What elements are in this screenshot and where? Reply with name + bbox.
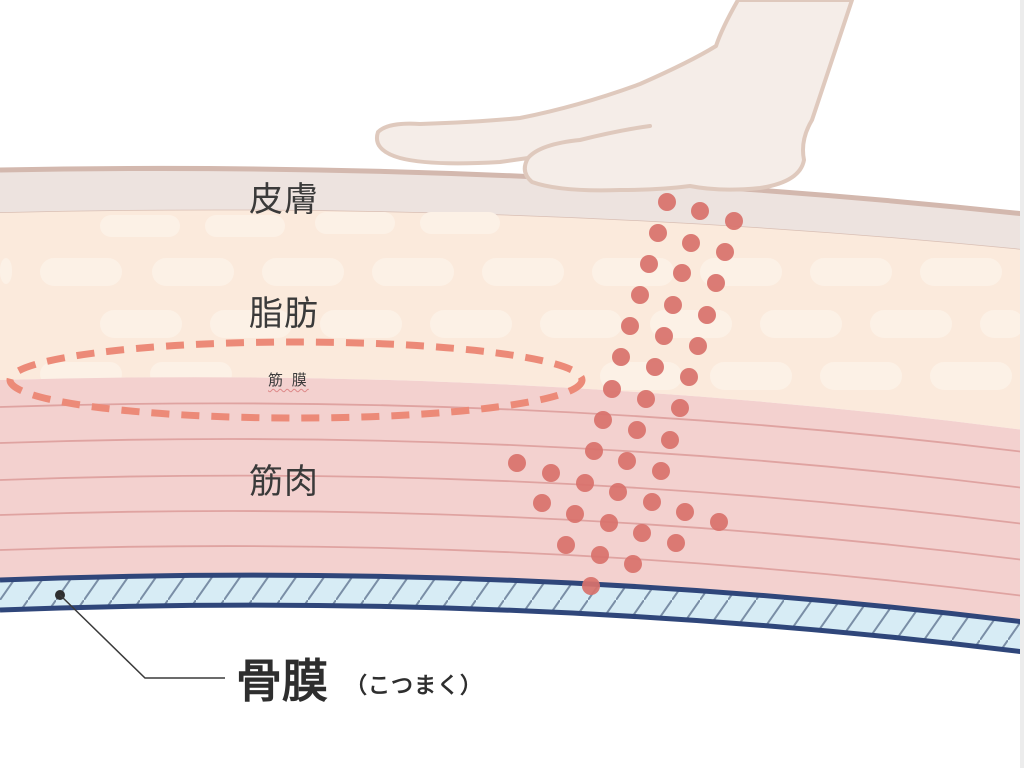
- fascia-label: 筋 膜: [268, 371, 309, 389]
- right-edge-border: [1020, 0, 1024, 768]
- fascia-highlight-ellipse: [6, 338, 586, 422]
- muscle-label: 筋肉: [249, 462, 319, 502]
- pressure-dots: [508, 193, 743, 595]
- muscle-layer: [0, 377, 1024, 620]
- periosteum-layer: [0, 572, 1024, 655]
- periosteum-label: 骨膜: [236, 654, 328, 708]
- hand-icon: [375, 0, 854, 193]
- fat-layer: [0, 210, 1024, 430]
- fat-label: 脂肪: [249, 294, 319, 334]
- periosteum-callout-leader: [55, 590, 225, 679]
- periosteum-reading: （こつまく）: [345, 674, 484, 699]
- skin-label: 皮膚: [249, 180, 319, 220]
